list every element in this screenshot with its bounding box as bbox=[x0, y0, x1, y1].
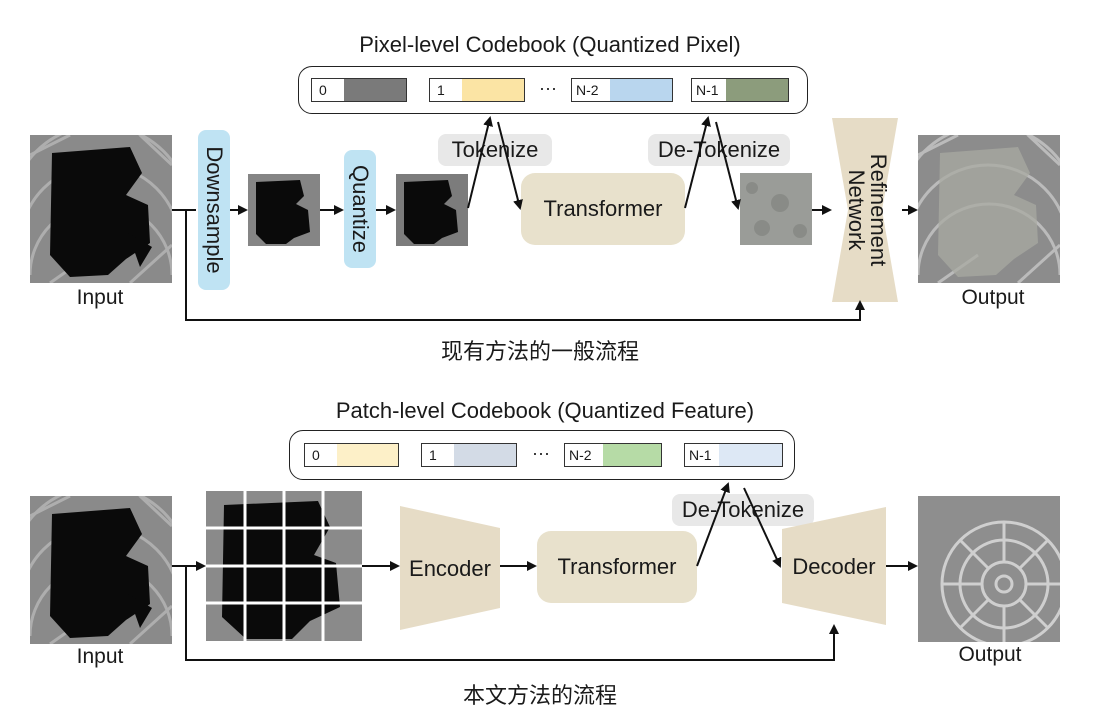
input-label: Input bbox=[76, 645, 124, 668]
output-label: Output bbox=[958, 643, 1022, 666]
skip-arrow bbox=[185, 566, 839, 661]
codebook-ellipsis: ··· bbox=[532, 443, 550, 463]
bottom-codebook-title: Patch-level Codebook (Quantized Feature) bbox=[335, 398, 755, 423]
transformer-block: Transformer bbox=[521, 173, 685, 245]
codebook-index: 1 bbox=[421, 443, 455, 467]
decoder-label: Decoder bbox=[792, 554, 876, 579]
codebook-swatch bbox=[462, 78, 525, 102]
arrow bbox=[696, 482, 730, 567]
refinement-network-shape bbox=[832, 118, 898, 302]
predicted-image bbox=[740, 173, 812, 245]
decoder-shape bbox=[782, 507, 886, 625]
codebook-ellipsis: ··· bbox=[539, 78, 557, 98]
codebook-swatch bbox=[454, 443, 517, 467]
quantized-image bbox=[396, 174, 468, 246]
arrow bbox=[497, 121, 523, 210]
downsampled-image bbox=[248, 174, 320, 246]
skip-arrow bbox=[185, 210, 865, 321]
codebook-index: 0 bbox=[304, 443, 338, 467]
top-codebook: 0 1 ··· N-2 N-1 bbox=[298, 66, 808, 114]
tokenize-label: Tokenize bbox=[438, 134, 552, 166]
codebook-swatch bbox=[344, 78, 407, 102]
arrow bbox=[743, 487, 782, 568]
bottom-caption: 本文方法的流程 bbox=[462, 683, 617, 708]
input-label: Input bbox=[76, 286, 124, 309]
top-codebook-title: Pixel-level Codebook (Quantized Pixel) bbox=[359, 32, 741, 57]
codebook-swatch bbox=[726, 78, 789, 102]
codebook-swatch bbox=[719, 443, 783, 467]
transformer-block: Transformer bbox=[537, 531, 697, 603]
top-caption: 现有方法的一般流程 bbox=[440, 339, 639, 364]
encoder-label: Encoder bbox=[409, 556, 491, 581]
output-image bbox=[918, 496, 1060, 642]
codebook-swatch bbox=[610, 78, 673, 102]
codebook-swatch bbox=[603, 443, 662, 467]
detokenize-label: De-Tokenize bbox=[672, 494, 814, 526]
encoder-shape bbox=[400, 506, 500, 630]
patch-grid-image bbox=[206, 491, 362, 641]
arrow bbox=[684, 116, 711, 209]
arrow bbox=[715, 121, 741, 210]
codebook-index: N-2 bbox=[571, 78, 611, 102]
output-image bbox=[918, 135, 1060, 283]
codebook-index: 1 bbox=[429, 78, 463, 102]
codebook-index: 0 bbox=[311, 78, 345, 102]
quantize-step: Quantize bbox=[344, 150, 376, 268]
codebook-index: N-1 bbox=[691, 78, 727, 102]
codebook-swatch bbox=[337, 443, 399, 467]
input-image bbox=[30, 496, 172, 644]
bottom-codebook: 0 1 ··· N-2 N-1 bbox=[289, 430, 795, 480]
detokenize-label: De-Tokenize bbox=[648, 134, 790, 166]
input-image bbox=[30, 135, 172, 283]
output-label: Output bbox=[961, 286, 1025, 309]
downsample-step: Downsample bbox=[198, 130, 230, 290]
arrow bbox=[467, 116, 493, 209]
